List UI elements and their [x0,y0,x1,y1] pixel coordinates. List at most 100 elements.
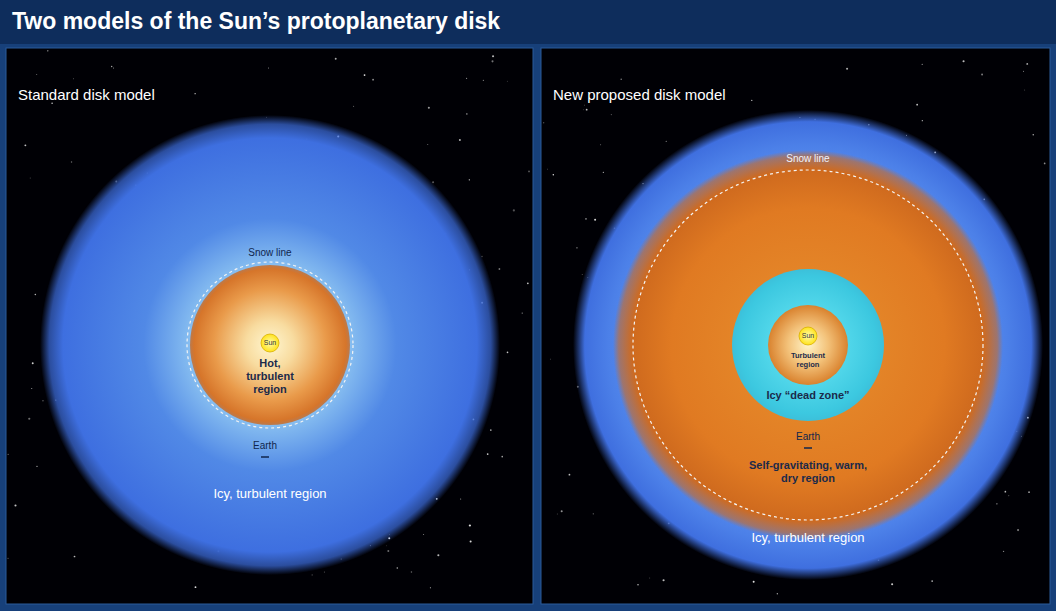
turbulent-region: Turbulent region Sun [768,305,848,385]
star [36,74,38,76]
star [428,107,430,109]
star [195,586,197,588]
star [586,109,588,111]
star [386,545,388,547]
star [353,106,354,107]
disk-region-disc [573,110,1043,580]
diagram-title: Two models of the Sun’s protoplanetary d… [12,8,500,35]
star [582,274,583,275]
snow-line-label: Snow line [248,247,291,258]
star [335,58,337,60]
sun-symbol-disc [799,327,817,345]
star [459,139,461,141]
star [506,80,508,82]
star [620,79,621,80]
sun-symbol: Sun [799,327,817,345]
star [483,80,484,81]
hot-region: Hot, turbulent region Sun [190,265,350,425]
star [594,219,596,221]
star [585,218,587,220]
warm-region: Self-gravitating, warm, dry regionIcy “d… [613,150,1003,540]
star [32,362,34,364]
star [593,513,594,514]
star [1028,491,1030,493]
star [466,113,467,114]
sun-symbol: Sun [261,334,279,352]
star [603,172,604,173]
star [268,67,270,69]
region-label: Hot, turbulent region [238,357,302,396]
panel-ground [6,48,533,604]
turbulent-region-disc [768,305,848,385]
star [372,79,374,81]
star [47,50,49,52]
star [611,114,612,115]
star [396,567,398,569]
title-bar [0,0,1056,44]
star [469,179,470,180]
star [916,104,918,106]
star [1032,134,1034,136]
star [1005,491,1007,493]
star [469,524,471,526]
star [753,581,755,583]
star [553,174,554,175]
star [981,74,983,76]
star [891,583,893,585]
star [312,574,313,575]
star [1026,63,1028,65]
earth-marker [261,456,269,458]
star [922,120,923,121]
region-label: Icy, turbulent region [205,486,335,501]
star [583,104,585,106]
star [751,100,752,101]
hot-region-disc [190,265,350,425]
star [73,78,75,80]
star [111,66,112,67]
star [600,144,601,145]
star [324,572,325,573]
star [528,171,530,173]
star [466,78,467,79]
star [649,577,651,579]
star [1023,70,1025,72]
star [7,454,8,455]
star [423,533,425,535]
star [28,418,30,420]
star [491,60,493,62]
star [569,474,571,476]
star [996,503,997,504]
star [543,122,544,123]
dead-zone-ring-disc [732,269,884,421]
star [576,247,577,248]
star [31,388,32,389]
star [561,510,563,512]
disk-region: Icy, turbulent regionSelf-gravitating, w… [573,110,1043,580]
star [1044,163,1046,165]
star [666,141,667,142]
star [35,294,37,296]
star [492,55,494,57]
star [922,64,923,65]
star [490,429,492,431]
star [549,358,551,360]
star [1008,495,1010,497]
earth-label: Earth [253,440,277,451]
star [1017,529,1019,531]
star [24,144,26,146]
star [71,161,72,162]
panel-ground [541,48,1050,604]
star [427,144,429,146]
star [470,541,472,543]
star [501,456,503,458]
star-field [7,50,1045,594]
star [460,498,461,499]
star [194,93,195,94]
region-label: Turbulent region [785,352,831,370]
star [7,558,8,559]
sun-symbol-disc [261,334,279,352]
earth-label: Earth [796,431,820,442]
disk-region-disc [40,115,500,575]
